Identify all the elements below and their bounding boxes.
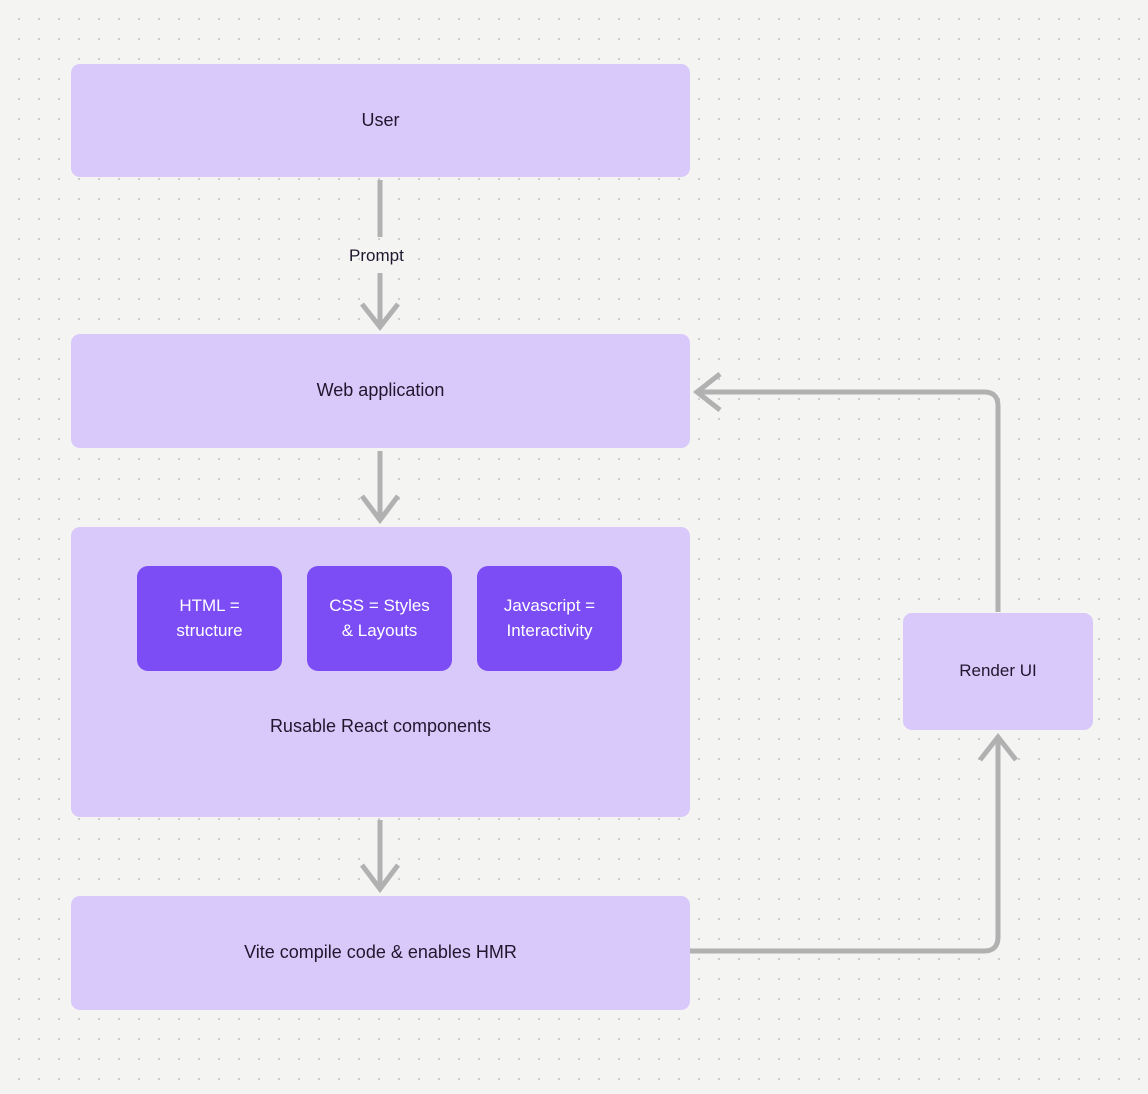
subnode-css-label: CSS = Styles& Layouts (329, 595, 430, 640)
edge-label-prompt: Prompt (349, 246, 404, 265)
edge-webapp-to-components (360, 451, 400, 525)
node-user-label: User (361, 109, 400, 130)
edge-vite-to-render (690, 732, 1018, 954)
subnode-javascript-label: Javascript =Interactivity (503, 595, 596, 640)
edge-render-to-webapp (692, 372, 1001, 612)
node-vite[interactable]: Vite compile code & enables HMR (71, 896, 690, 1010)
components-caption: Rusable React components (269, 716, 492, 736)
subnode-html[interactable]: HTML =structure (137, 566, 282, 671)
node-render-ui-label: Render UI (959, 661, 1037, 681)
subnode-javascript[interactable]: Javascript =Interactivity (477, 566, 622, 671)
edge-components-to-vite (360, 820, 400, 894)
subnode-html-label: HTML =structure (176, 595, 243, 640)
node-user[interactable]: User (71, 64, 690, 177)
edge-user-to-webapp-lower (360, 273, 400, 332)
node-web-application-label: Web application (316, 380, 445, 401)
node-vite-label: Vite compile code & enables HMR (244, 942, 517, 963)
node-render-ui[interactable]: Render UI (903, 613, 1093, 730)
subnode-css[interactable]: CSS = Styles& Layouts (307, 566, 452, 671)
node-web-application[interactable]: Web application (71, 334, 690, 448)
